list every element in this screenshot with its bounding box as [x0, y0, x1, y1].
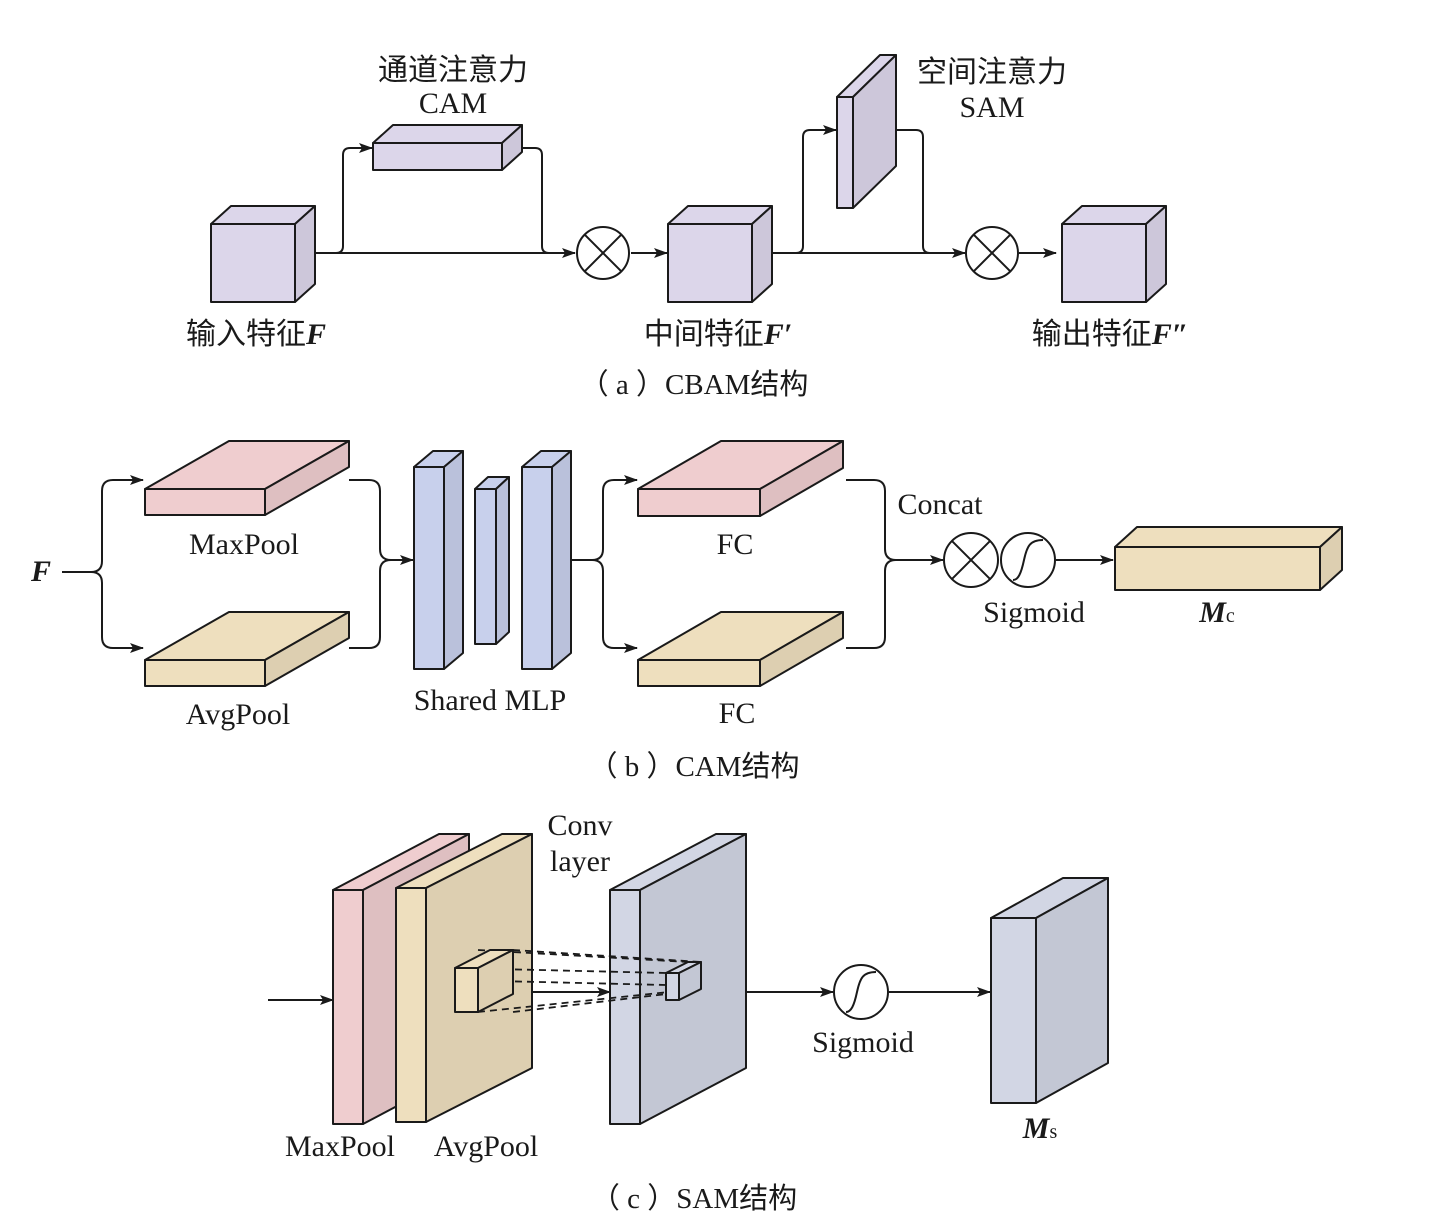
ms-label: Ms — [1022, 1112, 1058, 1145]
edge-mid-to-sam — [795, 125, 837, 254]
sigmoid-2-icon — [833, 964, 889, 1020]
shared-mlp-layer-3 — [521, 450, 572, 670]
output-feature-label: 输出特征F″ — [1032, 317, 1189, 352]
shared-mlp-layer-2 — [474, 476, 510, 645]
avgpool-block — [144, 611, 350, 687]
caption-c: （ c ）SAM结构 — [591, 1182, 797, 1215]
edge-cam-to-merge — [522, 147, 550, 254]
multiply-1-icon — [576, 226, 630, 280]
sigmoid-label-b: Sigmoid — [983, 596, 1085, 629]
input-f-label: F — [30, 555, 51, 588]
kernel-cube — [454, 949, 514, 1013]
multiply-3-icon — [943, 532, 999, 588]
mid-feature-cube — [667, 205, 773, 303]
sigmoid-label-c: Sigmoid — [812, 1026, 914, 1059]
conv-label-line2: layer — [550, 845, 610, 878]
edge-fc-top-to-concat — [846, 479, 897, 561]
sigmoid-1-icon — [1000, 532, 1056, 588]
edge-sam-to-merge — [896, 129, 931, 254]
ms-map — [990, 877, 1109, 1104]
sam-abbr: SAM — [959, 91, 1024, 124]
cam-title: 通道注意力 — [378, 53, 528, 88]
maxpool-block — [144, 440, 350, 516]
edge-mlp-to-fc-top — [570, 475, 638, 561]
caption-a: （ a ）CBAM结构 — [580, 368, 809, 401]
multiply-2-icon — [965, 226, 1019, 280]
shared-mlp-label: Shared MLP — [414, 684, 567, 717]
edge-f-to-avgpool — [90, 571, 144, 653]
edge-fc-bottom-to-concat — [846, 555, 944, 649]
fc-top-label: FC — [717, 528, 754, 561]
sam-block — [836, 54, 897, 209]
cam-block — [372, 124, 523, 171]
panel-c: Conv layer MaxPool AvgPool Sigmoid Ms （ … — [268, 809, 1109, 1215]
mc-block — [1114, 526, 1343, 591]
mid-feature-label: 中间特征F′ — [644, 317, 792, 352]
panel-b: F MaxPool AvgPool Shared MLP FC FC Conca… — [30, 440, 1343, 783]
cam-abbr: CAM — [419, 87, 487, 120]
avgpool-label: AvgPool — [186, 698, 290, 731]
input-feature-label: 输入特征F — [186, 317, 326, 352]
shared-mlp-layer-1 — [413, 450, 464, 670]
edge-avgpool-to-mlp — [349, 555, 414, 649]
sam-title: 空间注意力 — [917, 55, 1067, 90]
maxpool-label-c: MaxPool — [285, 1130, 395, 1163]
fc-top-block — [637, 440, 844, 517]
concat-label: Concat — [898, 488, 984, 521]
edge-mlp-to-fc-bottom — [591, 559, 638, 653]
panel-a: 通道注意力 CAM 空间注意力 SAM 输入特征F 中间特征F′ 输出特征F″ … — [186, 53, 1188, 401]
mc-label: Mc — [1198, 596, 1235, 629]
input-feature-cube — [210, 205, 316, 303]
maxpool-label: MaxPool — [189, 528, 299, 561]
caption-b: （ b ）CAM结构 — [588, 750, 799, 783]
edge-f-to-maxpool — [90, 475, 144, 573]
avgpool-label-c: AvgPool — [434, 1130, 538, 1163]
fc-bottom-label: FC — [719, 697, 756, 730]
output-feature-cube — [1061, 205, 1167, 303]
edge-input-to-cam — [335, 143, 373, 254]
edge-maxpool-to-mlp — [349, 479, 392, 561]
kernel-target-cube — [665, 961, 702, 1001]
fc-bottom-block — [637, 611, 844, 687]
conv-label-line1: Conv — [547, 809, 612, 842]
